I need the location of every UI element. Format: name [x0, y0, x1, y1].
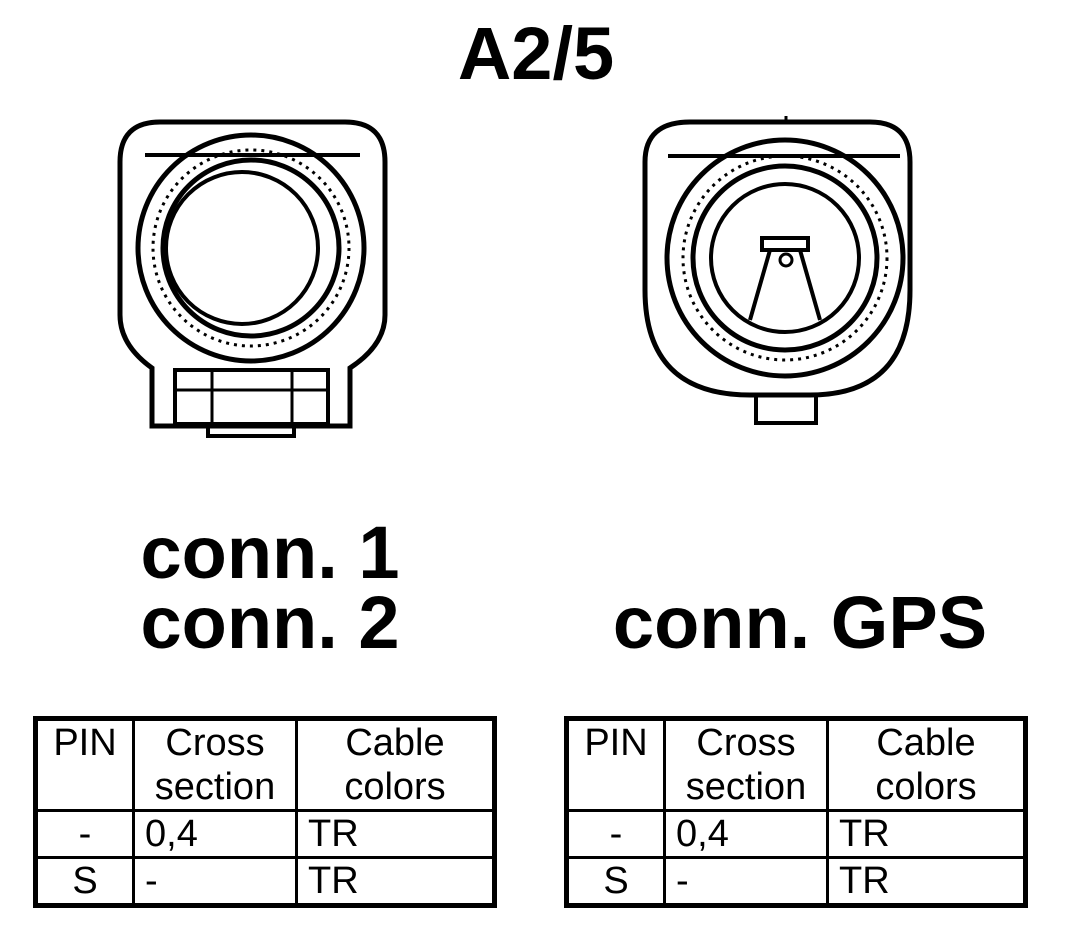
pin-table-conn-gps: PIN Cross section Cable colors - 0,4 TR …: [564, 716, 1028, 908]
table-row: S - TR: [34, 856, 496, 907]
header-cable-colors: Cable colors: [295, 717, 496, 812]
cell-pin: -: [34, 809, 135, 859]
label-conn-gps: conn. GPS: [612, 581, 988, 664]
cell-cable-color: TR: [295, 856, 496, 907]
table-header-row: PIN Cross section Cable colors: [34, 717, 496, 812]
connector-label-gps: conn. GPS: [580, 581, 1020, 664]
connector-gps-drawing: [642, 116, 913, 425]
table-row: - 0,4 TR: [565, 809, 1027, 859]
header-cross-section: Cross section: [663, 717, 829, 812]
cell-cross-section: 0,4: [663, 809, 829, 859]
diagram-title: A2/5: [457, 12, 615, 95]
cell-pin: S: [34, 856, 135, 907]
label-conn-2: conn. 2: [140, 581, 400, 664]
cell-pin: S: [565, 856, 666, 907]
cell-cable-color: TR: [295, 809, 496, 859]
cell-cross-section: -: [663, 856, 829, 907]
header-cable-colors: Cable colors: [826, 717, 1027, 812]
header-pin: PIN: [34, 717, 135, 812]
header-pin: PIN: [565, 717, 666, 812]
cell-cable-color: TR: [826, 856, 1027, 907]
cell-cross-section: 0,4: [132, 809, 298, 859]
pin-table-conn-1-2: PIN Cross section Cable colors - 0,4 TR …: [33, 716, 497, 908]
table-header-row: PIN Cross section Cable colors: [565, 717, 1027, 812]
cell-cross-section: -: [132, 856, 298, 907]
header-cross-section: Cross section: [132, 717, 298, 812]
cell-cable-color: TR: [826, 809, 1027, 859]
connector-labels-left: conn. 1 conn. 2: [100, 511, 440, 664]
connector-1-2-drawing: [117, 119, 388, 438]
table-row: S - TR: [565, 856, 1027, 907]
cell-pin: -: [565, 809, 666, 859]
table-row: - 0,4 TR: [34, 809, 496, 859]
label-conn-1: conn. 1: [140, 511, 400, 594]
